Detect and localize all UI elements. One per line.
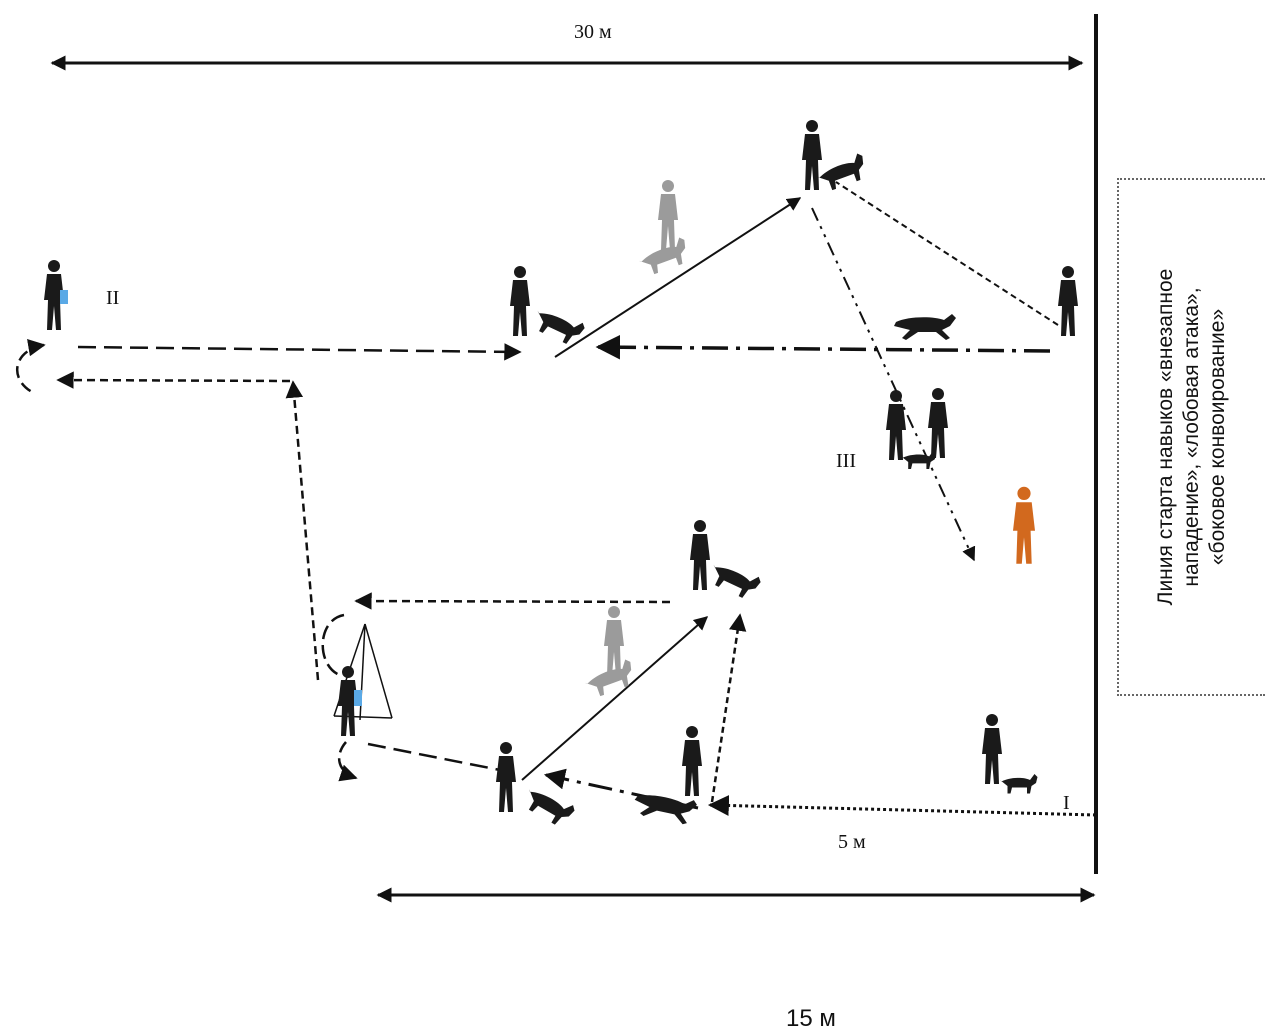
marker-route-3: III bbox=[836, 450, 856, 472]
fight-group-upper-ghost bbox=[635, 180, 692, 278]
start-line-note-line2: нападение», «лобовая атака», bbox=[1180, 287, 1203, 587]
route-2-approach bbox=[77, 343, 522, 361]
route-1-back-to-hide bbox=[354, 592, 671, 610]
route-1-dog-run bbox=[543, 768, 699, 810]
start-line-note-line1: Линия старта навыков «внезапное bbox=[1154, 268, 1177, 606]
route-1-start-dotted bbox=[707, 794, 1097, 817]
handler-1-with-dog bbox=[982, 714, 1038, 794]
route-1-up-line bbox=[285, 380, 320, 681]
route-3-escort-line bbox=[811, 207, 976, 562]
route-2-return-dogrun bbox=[595, 334, 1051, 360]
route-1-attack-line bbox=[521, 616, 709, 781]
short-distance-label: 5 м bbox=[838, 831, 866, 853]
route-1-up-to-fight bbox=[710, 613, 747, 803]
start-line-note: Линия старта навыков «внезапное нападени… bbox=[1153, 202, 1231, 672]
fight-group-upper-left bbox=[510, 266, 587, 349]
marker-route-2: II bbox=[106, 287, 120, 309]
fight-group-lower-left bbox=[496, 742, 577, 830]
start-line-note-line3: «боковое конвоирование» bbox=[1206, 308, 1229, 566]
handler-2-figure bbox=[44, 260, 68, 330]
route-2-attack-line bbox=[554, 197, 802, 358]
route-1-hide-turn bbox=[337, 741, 358, 782]
route-2-turn-loop bbox=[15, 338, 46, 394]
fight-group-lower-top bbox=[690, 520, 763, 603]
handler-lower-mid bbox=[682, 726, 702, 796]
top-distance-label: 30 м bbox=[574, 21, 612, 43]
suspect-figure bbox=[1013, 486, 1035, 564]
running-dog-upper bbox=[894, 314, 956, 340]
route-2-back-arrow bbox=[56, 371, 291, 389]
handler-hide-figure bbox=[338, 666, 362, 736]
escort-group bbox=[886, 388, 948, 469]
bottom-distance-label: 15 м bbox=[786, 1005, 836, 1032]
handler-right-figure bbox=[1058, 266, 1078, 336]
start-line-note-box: Линия старта навыков «внезапное нападени… bbox=[1117, 178, 1265, 696]
marker-route-1: I bbox=[1063, 792, 1070, 814]
route-2-dog-return bbox=[835, 181, 1059, 326]
route-1-hide-exit bbox=[367, 742, 501, 772]
route-1-hide-loop bbox=[321, 613, 345, 678]
